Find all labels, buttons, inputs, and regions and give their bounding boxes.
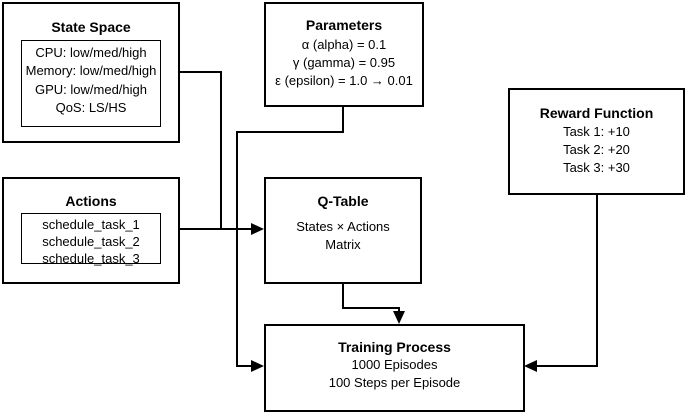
q-table-title: Q-Table (317, 193, 369, 209)
reward-function-item-task-3: Task 3: +30 (563, 160, 630, 175)
training-process-node: Training Process 1000 Episodes 100 Steps… (264, 324, 525, 412)
arrowhead-training-left (251, 360, 264, 372)
actions-title: Actions (65, 193, 117, 209)
reward-function-item-task-2: Task 2: +20 (563, 142, 630, 157)
actions-node: Actions schedule_task_1 schedule_task_2 … (2, 177, 180, 284)
state-space-list: CPU: low/med/high Memory: low/med/high G… (21, 40, 161, 127)
arrowhead-training-top (393, 311, 405, 324)
edge-reward-to-training (537, 194, 598, 367)
edge-state-space-to-q-table (179, 71, 252, 230)
reward-function-item-task-1: Task 1: +10 (563, 124, 630, 139)
state-space-title: State Space (51, 19, 131, 35)
state-space-node: State Space CPU: low/med/high Memory: lo… (2, 2, 180, 143)
parameters-item-epsilon: ε (epsilon) = 1.0 → 0.01 (275, 73, 413, 88)
parameters-node: Parameters α (alpha) = 0.1 γ (gamma) = 0… (264, 2, 424, 107)
actions-item-3: schedule_task_3 (42, 251, 140, 266)
actions-item-1: schedule_task_1 (42, 217, 140, 232)
training-process-item-episodes: 1000 Episodes (351, 357, 438, 372)
parameters-title: Parameters (305, 17, 383, 33)
arrowhead-training-right (524, 360, 537, 372)
training-process-title: Training Process (338, 339, 451, 355)
arrowhead-q-table (251, 223, 264, 235)
state-space-item-memory: Memory: low/med/high (25, 63, 157, 78)
q-table-node: Q-Table States × Actions Matrix (264, 177, 422, 284)
actions-list: schedule_task_1 schedule_task_2 schedule… (21, 213, 161, 266)
state-space-item-cpu: CPU: low/med/high (35, 45, 147, 60)
reward-function-title: Reward Function (539, 105, 654, 121)
parameters-item-alpha: α (alpha) = 0.1 (301, 37, 387, 52)
reward-function-node: Reward Function Task 1: +10 Task 2: +20 … (508, 88, 685, 195)
edge-q-table-to-training (342, 283, 400, 312)
state-space-item-qos: QoS: LS/HS (55, 100, 127, 115)
q-table-item-states-actions: States × Actions (296, 219, 390, 234)
state-space-item-gpu: GPU: low/med/high (35, 82, 147, 97)
actions-item-2: schedule_task_2 (42, 234, 140, 249)
q-table-item-matrix: Matrix (325, 237, 361, 252)
parameters-item-gamma: γ (gamma) = 0.95 (292, 55, 396, 70)
training-process-item-steps: 100 Steps per Episode (328, 375, 461, 390)
